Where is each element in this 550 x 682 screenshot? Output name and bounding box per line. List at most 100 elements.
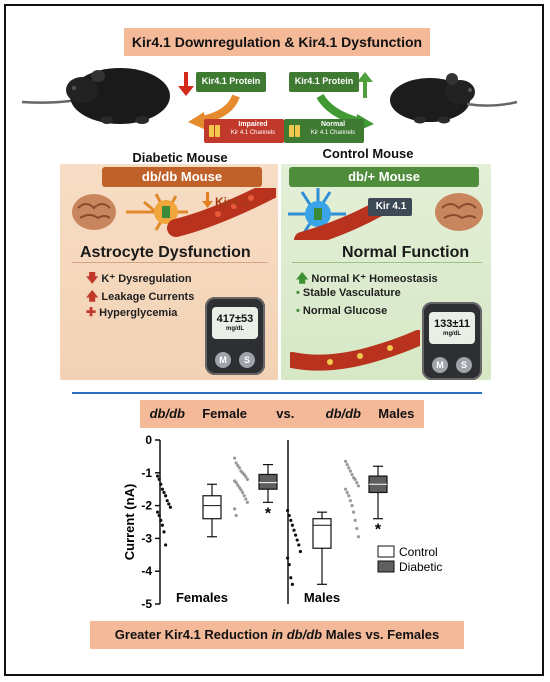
control-heading-divider: [292, 262, 482, 263]
y-tick-label: -3: [141, 531, 152, 545]
males-control-point: [290, 523, 294, 527]
top-illustration: [21, 68, 518, 143]
control-glucose-reading: 133±11: [433, 318, 471, 330]
diabetic-item-1: 🡇 K⁺ Dysregulation: [86, 271, 192, 285]
diabetic-mouse-label: Diabetic Mouse: [132, 150, 228, 165]
males-control-point: [294, 533, 298, 537]
blood-vessel-icon: [167, 188, 276, 237]
orange-flow-arrow: [201, 94, 240, 124]
compare-vs: vs.: [276, 406, 295, 421]
females-control-point: [156, 474, 160, 478]
meter-screen: 133±11 mg/dL: [429, 312, 475, 344]
females-diabetic-point: [242, 494, 246, 498]
males-diabetic-point: [347, 466, 351, 470]
kir-channel-icon: [162, 206, 170, 218]
males-control-point: [292, 528, 296, 532]
males-control-point: [295, 538, 299, 542]
glucose-meter-icon: 133±11 mg/dL M S: [422, 302, 482, 380]
males-control-point: [297, 543, 301, 547]
females-diabetic-point: [234, 513, 238, 518]
control-mouse-image: [390, 73, 518, 124]
bullet-icon: •: [296, 287, 300, 299]
control-mouse-label: Control Mouse: [322, 146, 414, 161]
males-diabetic-point: [345, 490, 349, 495]
females-diabetic-point: [241, 490, 245, 495]
y-axis-label: Current (nA): [122, 484, 137, 561]
meter-button-s: S: [456, 357, 472, 373]
diabetic-item-3: ✚ Hyperglycemia: [86, 305, 178, 319]
males-diabetic-point: [352, 510, 356, 514]
brain-icon: [72, 194, 116, 230]
normal-channel-icon: [289, 125, 300, 137]
males-control-point: [286, 508, 290, 513]
group-label-females: Females: [176, 590, 228, 605]
females-diabetic-point: [244, 475, 248, 479]
females-diabetic-point: [236, 483, 240, 487]
arrow-down-icon: [202, 192, 213, 208]
males-diabetic-point: [353, 518, 357, 522]
males-diabetic-point: [350, 472, 354, 477]
males-diabetic-point: [350, 504, 354, 508]
kir-protein-right: Kir4.1 Protein: [294, 76, 354, 86]
control-panel-header: db/+ Mouse: [289, 167, 479, 187]
females-diabetic-point: [237, 466, 241, 470]
females-control-box: [202, 495, 222, 520]
males-control-point: [289, 518, 293, 522]
figure-frame: [4, 4, 544, 676]
females-control-point: [160, 487, 164, 491]
females-diabetic-point: [239, 488, 243, 492]
bullet-icon: •: [296, 305, 300, 317]
meter-button-s: S: [239, 352, 255, 368]
females-control-point: [156, 510, 160, 514]
brain-icon: [435, 193, 483, 231]
males-diabetic-point: [356, 535, 360, 539]
females-control-point: [168, 505, 172, 509]
green-flow-arrow: [316, 93, 362, 126]
males-control-box: [312, 518, 332, 549]
kir-channel-icon: [314, 208, 322, 220]
control-item-1: 🡅 Normal K⁺ Homeostasis: [296, 271, 438, 285]
females-control-point: [164, 543, 168, 547]
arrow-down-icon: [178, 72, 194, 96]
diabetic-glucose-reading: 417±53: [216, 313, 254, 325]
females-control-point: [157, 477, 161, 481]
females-diabetic-point: [245, 500, 249, 504]
females-control-point: [165, 499, 169, 503]
females-control-point: [164, 494, 168, 498]
males-diabetic-point: [348, 469, 352, 473]
females-diabetic-point: [245, 477, 249, 481]
males-control-point: [298, 549, 302, 554]
diabetic-heading-divider: [72, 262, 268, 263]
females-control-point: [167, 502, 171, 506]
males-diabetic-point: [356, 484, 360, 488]
arrow-up-icon: 🡅: [86, 289, 99, 303]
arrow-up-icon: [357, 72, 373, 98]
legend-swatch-control: [377, 545, 395, 558]
females-diabetic-point: [244, 497, 248, 501]
control-kir-label: Kir 4.1: [375, 201, 407, 212]
control-panel-heading: Normal Function: [342, 244, 470, 261]
males-diabetic-point: [344, 487, 348, 491]
diabetic-panel-header: db/db Mouse: [102, 167, 262, 187]
control-item-3: • Normal Glucose: [296, 305, 388, 317]
males-diabetic-point: [348, 499, 352, 503]
females-diabetic-box: [258, 473, 278, 490]
males-diabetic-point: [353, 477, 357, 481]
compare-left-italic: db/db: [149, 406, 185, 421]
meter-screen: 417±53 mg/dL: [212, 307, 258, 339]
control-glucose-unit: mg/dL: [443, 331, 461, 337]
impaired-channel-icon: [209, 125, 220, 137]
normal-line1: Normal: [320, 121, 346, 128]
legend-label-diabetic: Diabetic: [399, 560, 442, 574]
females-diabetic-point: [237, 485, 241, 490]
glucose-meter-icon: 417±53 mg/dL M S: [205, 297, 265, 375]
females-diabetic-point: [233, 507, 237, 511]
females-control-point: [159, 518, 163, 522]
control-item-2: • Stable Vasculature: [296, 287, 401, 299]
y-tick-label: -2: [141, 499, 152, 513]
significance-mark: *: [375, 522, 382, 539]
females-control-point: [162, 530, 166, 534]
control-vessel-illustration: [290, 330, 420, 371]
males-diabetic-point: [344, 459, 348, 463]
males-control-point: [287, 563, 291, 567]
